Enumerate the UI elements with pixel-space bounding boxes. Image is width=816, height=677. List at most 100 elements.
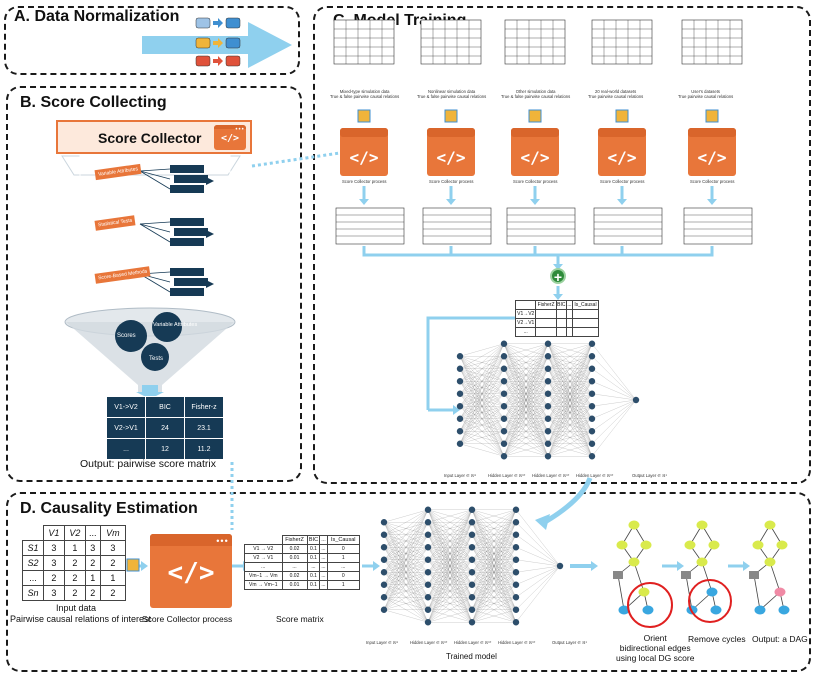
dag-remove-node <box>684 540 696 550</box>
c-code-box <box>511 128 559 176</box>
d-nn-weight <box>515 522 561 567</box>
c-nn-weight <box>503 381 549 457</box>
c-column-stack-icon <box>528 109 542 123</box>
d-nn-weight <box>471 509 517 573</box>
score-collector-title: Score Collector <box>98 130 202 146</box>
funnel-ball-attributes <box>152 312 182 342</box>
d-nn-weight <box>471 509 517 560</box>
d-nn-weight <box>427 547 473 623</box>
attribute-card <box>170 218 204 226</box>
d-nn-neuron <box>512 619 520 626</box>
dag-output-edge <box>753 574 761 611</box>
c-nn-neuron <box>500 453 508 460</box>
orient-label: Orient bidirectional edges using local D… <box>616 633 695 663</box>
c-layer-label-input: Input Layer ∈ ℝ⁸ <box>444 473 477 478</box>
dag-orient-node <box>642 605 654 615</box>
cycle-highlight-circle <box>688 579 732 623</box>
c-nn-weight <box>503 418 549 457</box>
collector-body-frame <box>79 155 231 305</box>
normalize-arrow-icon <box>213 56 223 66</box>
funnel-ball-tests <box>141 343 169 371</box>
c-arrow-to-table-head <box>530 199 540 205</box>
d-nn-neuron <box>468 506 476 513</box>
attribute-card <box>170 165 204 173</box>
d-nn-neuron <box>468 619 476 626</box>
c-code-symbol: </> <box>350 148 379 167</box>
c-nn-weight <box>591 343 637 401</box>
d-nn-weight <box>471 509 517 523</box>
dag-remove-node <box>706 587 718 597</box>
dag-output-node <box>774 587 786 597</box>
c-nn-neuron <box>456 353 464 360</box>
c-nn-weight <box>459 381 505 444</box>
d-nn-neuron <box>424 569 432 576</box>
c-nn-neuron <box>544 390 552 397</box>
c-nn-neuron <box>500 415 508 422</box>
d-nn-neuron <box>512 519 520 526</box>
d-nn-neuron <box>512 544 520 551</box>
c-nn-weight <box>591 381 637 401</box>
c-nn-neuron <box>544 378 552 385</box>
d-nn-weight <box>427 509 473 548</box>
c-nn-weight <box>503 406 549 457</box>
normalized-column-icon <box>225 55 241 67</box>
d-nn-weight <box>383 509 429 523</box>
d-nn-neuron <box>380 531 388 538</box>
c-nn-weight <box>459 356 505 444</box>
c-nn-neuron <box>544 415 552 422</box>
c-column-stack-icon <box>444 109 458 123</box>
c-nn-weight <box>591 368 637 401</box>
c-nn-weight <box>547 418 593 457</box>
d-score-collector-code-icon: •••Score Collector process </> <box>150 534 232 608</box>
d-nn-neuron <box>512 556 520 563</box>
panel-a-title: A. Data Normalization <box>14 8 180 25</box>
c-nn-neuron <box>456 415 464 422</box>
d-nn-weight <box>383 509 429 535</box>
d-score-matrix-label: Score matrix <box>276 614 324 624</box>
dag-orient-node <box>618 605 630 615</box>
dag-orient-node <box>640 540 652 550</box>
d-layer-label-hidden-2: Hidden Layer ∈ ℝ¹⁰ <box>454 640 492 645</box>
dag-output-node <box>764 520 776 530</box>
dag-orient-edge <box>617 574 625 611</box>
c-arrow-to-table-head <box>707 199 717 205</box>
d-nn-neuron <box>512 581 520 588</box>
d-nn-weight <box>471 509 517 610</box>
c-dataset-caption: Nonlinear simulation data True & false p… <box>417 89 487 99</box>
d-nn-weight <box>383 572 429 610</box>
c-nn-neuron <box>456 440 464 447</box>
d-nn-weight <box>383 509 429 598</box>
attribute-card <box>174 278 208 286</box>
d-nn-weight <box>471 547 517 623</box>
c-nn-weight <box>503 343 549 457</box>
c-nn-weight <box>547 368 593 457</box>
d-nn-neuron <box>380 569 388 576</box>
d-nn-weight <box>471 509 517 548</box>
c-code-symbol: </> <box>698 148 727 167</box>
c-nn-weight <box>547 343 593 457</box>
c-nn-weight <box>547 343 593 369</box>
c-dataset-table <box>333 19 395 65</box>
d-nn-weight <box>383 584 429 610</box>
c-arrow-merged-head <box>553 294 563 300</box>
panel-data-normalization <box>4 6 300 75</box>
normalize-arrow-icon <box>213 38 223 48</box>
c-nn-neuron <box>588 390 596 397</box>
d-nn-weight <box>383 509 429 560</box>
d-nn-neuron <box>468 531 476 538</box>
c-nn-neuron <box>456 403 464 410</box>
c-nn-weight <box>459 406 505 444</box>
input-relations-label: Pairwise causal relations of interest <box>10 614 152 624</box>
c-nn-weight <box>459 443 505 457</box>
c-nn-weight <box>503 343 549 444</box>
d-nn-weight <box>383 597 429 610</box>
c-score-table <box>506 207 576 245</box>
c-nn-weight <box>503 368 549 457</box>
c-nn-neuron <box>588 440 596 447</box>
d-nn-neuron <box>512 606 520 613</box>
c-nn-weight <box>547 356 593 457</box>
d-nn-weight <box>471 597 517 623</box>
d-process-label: Score Collector process <box>142 614 233 624</box>
